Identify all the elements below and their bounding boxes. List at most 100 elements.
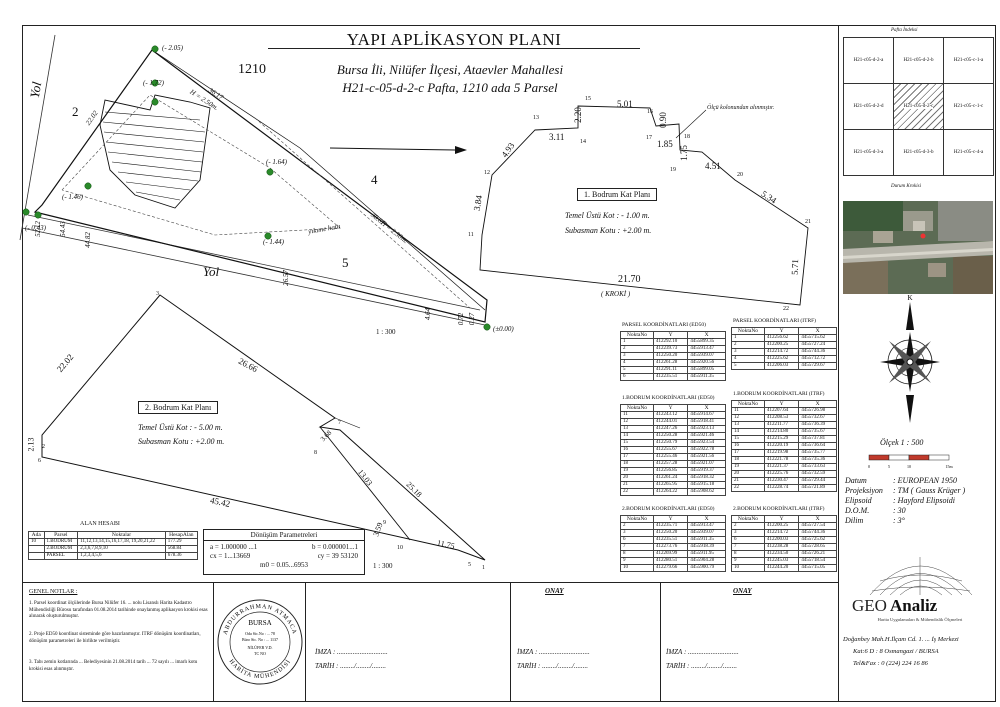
table-cell: 10 [28,538,45,546]
table-cell: 20 [620,474,654,482]
coord-table-4-title: 1.BODRUM KOORDİNATLARI (ITRF) [733,391,825,397]
table-cell: 12 [620,418,654,426]
approval-1-signature[interactable]: İMZA : ............................. [517,648,590,656]
table-cell: 4455727.24 [798,341,837,349]
plan1-point-21: 21 [805,219,811,225]
plan1-point-19: 19 [670,167,676,173]
table-cell: 412261.28 [652,359,689,367]
coord-col-y: Y [763,400,800,408]
approval-0-signature[interactable]: İMZA : ............................. [315,648,388,656]
bottom-divider-3 [510,582,511,702]
bottom-divider-4 [660,582,661,702]
drawing-sheet [22,25,996,702]
datum-row: Dilim: 3° [845,516,965,526]
subtitle-location: Bursa İli, Nilüfer İlçesi, Ataevler Maha… [336,62,564,77]
table-cell: 412255.46 [652,453,689,461]
table-cell: 412255.67 [652,446,689,454]
table-cell: 4455729.44 [798,477,837,485]
plan2-kot2: Subasman Kotu : +2.00 m. [138,437,225,446]
pafta-cell: H21-c05-d-2-c [893,83,944,130]
table-cell: 412214.72 [763,529,800,537]
table-cell: 20 [731,470,765,478]
table-cell: 3 [731,348,765,356]
plan1-point-12: 12 [484,170,490,176]
ada-number: 1210 [238,62,266,77]
table-cell: 3 [620,352,654,360]
plan2-point-7: 7 [338,420,341,426]
datum-key: D.O.M. [845,506,870,515]
table-cell: 412239.73 [652,345,689,353]
scale-tick-3: 15m [945,464,953,469]
approval-1-date[interactable]: TARİH : ......../......../........ [517,662,589,670]
table-cell: 412221.37 [763,463,800,471]
table-cell: 6 [620,373,654,381]
table-cell: 412200.25 [763,341,800,349]
note-2: 2. Proje ED50 koordinat sisteminde göre … [29,632,201,644]
table-cell: 4455923.54 [687,439,726,447]
table-cell: 9 [731,557,765,565]
coord-col-x: X [687,331,726,339]
plan1-point-18: 18 [684,134,690,140]
right-panel [838,25,997,702]
elev-c: (- 1.46) [62,193,83,201]
area-col-header: HesapAlan [164,531,199,539]
notes-title: GENEL NOTLAR : [29,589,78,595]
table-cell: 19 [731,463,765,471]
table-cell: 4455915.18 [687,481,726,489]
table-cell: 4455913.47 [687,522,726,530]
table-cell: 15 [731,435,765,443]
coord-col-x: X [798,400,837,408]
table-cell: 412244.20 [763,564,800,572]
plan1-sketch [479,105,809,306]
stamp-l1: Oda Sic.No : ... 78 [245,631,275,636]
coord-col-x: X [687,515,726,523]
brand-analiz: Analiz [890,596,938,615]
table-cell: 18 [620,460,654,468]
table-cell: 412220.19 [763,442,800,450]
scale-tick-2: 10 [907,464,911,469]
datum-value: : 30 [893,506,906,515]
table-cell: 4455727.54 [798,522,837,530]
area-col-header: Ada [28,531,45,539]
table-cell: 11,12,13,14,15,16,17,18, 19,20,21,22 [77,538,166,546]
elev-b: (- 1.64) [266,158,287,166]
plan1-dim-b: 3.11 [549,132,565,142]
approval-2-signature[interactable]: İMZA : ............................. [666,648,739,656]
table-cell: 412250.20 [652,529,689,537]
pafta-cell-label: H21-c05-d-2-a [853,58,884,63]
coord-col-y: Y [652,515,689,523]
approval-2-date[interactable]: TARİH : ......../......../........ [666,662,738,670]
page-title: YAPI APLİKASYON PLANI [346,30,562,49]
table-cell: PARSEL [43,552,79,560]
aerial-photo [843,201,993,294]
table-cell: 4455911.95 [687,550,726,558]
elev-3: (- 2.05) [162,44,183,52]
note-3: 3. Tabı zemin kotlarında ... Belediyesin… [29,660,198,672]
table-cell: 21 [620,481,654,489]
approval-0-date[interactable]: TARİH : ......../......../........ [315,662,387,670]
plan1-point-16: 16 [647,109,653,115]
plan1-dim-e: 0.90 [657,112,668,128]
pafta-cell: H21-c05-c-4-a [943,129,994,176]
table-cell: 4455939.07 [687,529,726,537]
table-cell: 412238.28 [763,543,800,551]
plan2-point-3: 3 [156,291,159,297]
table-cell: 412215.29 [763,435,800,443]
table-cell: 4 [731,355,765,363]
table-cell: 14 [731,428,765,436]
table-cell: 412200.03 [763,536,800,544]
area-col-header: Parsel [43,531,79,539]
table-cell: 13 [731,421,765,429]
